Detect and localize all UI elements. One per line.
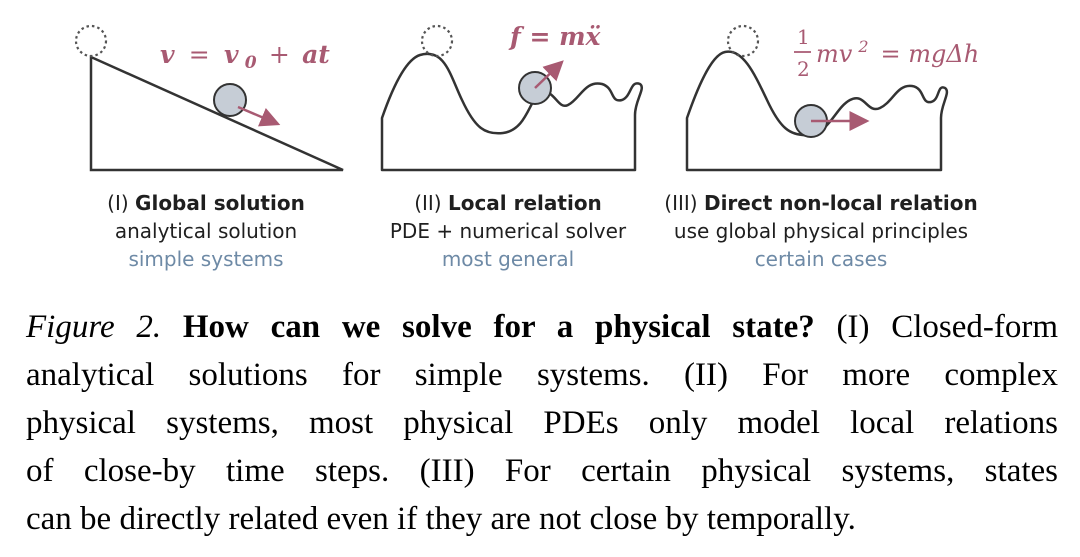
panel-1-labels: (I) Global solution analytical solution … [36,189,376,273]
panel-2-method: PDE + numerical solver [389,219,627,243]
panel-3-labels: (III) Direct non-local relation use glob… [651,189,991,273]
panel-1-title: (I) Global solution [107,191,305,215]
panel-2-equation: f = mẍ [508,22,602,51]
panel-1-scope: simple systems [128,247,284,271]
velocity-arrow [237,105,281,127]
start-position-dashed-circle [726,24,760,58]
start-position-dashed-circle [74,24,108,58]
panel-3-equation: 1 2 mv 2 = mgΔh [794,25,979,81]
figure-caption: Figure 2. How can we solve for a physica… [26,303,1058,543]
svg-text:mv 2 = mgΔh: mv 2 = mgΔh [816,32,979,68]
svg-text:1: 1 [797,25,810,49]
caption-line-2: analytical solutions for simple systems.… [26,357,1058,393]
svg-text:2: 2 [797,57,810,81]
panel-2-labels: (II) Local relation PDE + numerical solv… [338,189,678,273]
landscape-curve [380,52,643,172]
figure-label: Figure 2. [26,309,162,345]
caption-line-4: of close-by time steps. (III) For certai… [26,453,1058,489]
panel-1-diagram: v = v 0 + at [74,24,344,172]
panel-3-method: use global physical principles [673,219,969,243]
caption-line-3: physical systems, most physical PDEs onl… [26,405,1058,441]
panel-3-scope: certain cases [754,247,888,271]
panel-3-diagram: 1 2 mv 2 = mgΔh [685,24,979,172]
panel-3-title: (III) Direct non-local relation [664,191,978,215]
panel-2-diagram: f = mẍ [380,22,643,172]
panel-2-title: (II) Local relation [414,191,602,215]
start-position-dashed-circle [420,24,454,58]
caption-line-1: Figure 2. How can we solve for a physica… [26,309,1058,345]
force-arrow [534,60,564,89]
panel-1-method: analytical solution [114,219,298,243]
ball [213,83,247,117]
incline-shape [89,55,344,172]
panel-1-equation: v = v 0 + at [160,40,330,74]
caption-title: How can we solve for a physical state? [182,309,815,345]
panel-2-scope: most general [441,247,575,271]
caption-line-5: can be directly related even if they are… [26,501,856,537]
